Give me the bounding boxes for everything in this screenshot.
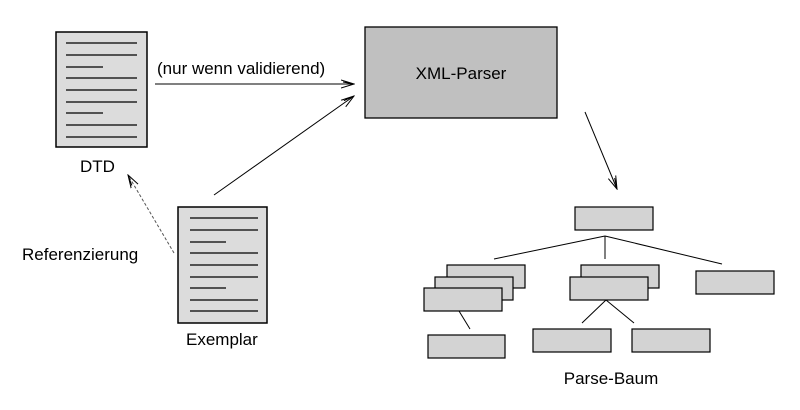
tree-node-left-leaf bbox=[427, 334, 506, 359]
parse-tree-label: Parse-Baum bbox=[564, 369, 658, 388]
validating-note-label: (nur wenn validierend) bbox=[157, 59, 325, 78]
tree-node-middle-leaf-1 bbox=[532, 328, 612, 353]
parser-to-tree-arrow bbox=[584, 111, 617, 189]
parse-tree bbox=[423, 206, 775, 359]
dtd-document-icon bbox=[55, 31, 148, 148]
tree-edge bbox=[605, 299, 635, 324]
tree-node-middle-leaf-2 bbox=[631, 328, 711, 353]
tree-node-left-stack-front bbox=[423, 287, 503, 312]
tree-edge bbox=[581, 299, 607, 324]
exemplar-label: Exemplar bbox=[186, 330, 258, 349]
tree-edge bbox=[493, 235, 606, 260]
exemplar-document-icon bbox=[177, 206, 268, 324]
tree-node-middle-stack-front bbox=[569, 276, 649, 301]
referencing-label: Referenzierung bbox=[22, 245, 138, 264]
tree-edge bbox=[604, 235, 723, 265]
exemplar-to-parser-arrow bbox=[213, 96, 354, 196]
dtd-label: DTD bbox=[80, 157, 115, 176]
xml-parser-box: XML-Parser bbox=[364, 26, 558, 119]
tree-node-right bbox=[695, 270, 775, 295]
referencing-arrow bbox=[128, 175, 175, 254]
tree-edge bbox=[458, 310, 471, 330]
xml-parser-label: XML-Parser bbox=[416, 64, 507, 83]
tree-root-node bbox=[574, 206, 654, 231]
